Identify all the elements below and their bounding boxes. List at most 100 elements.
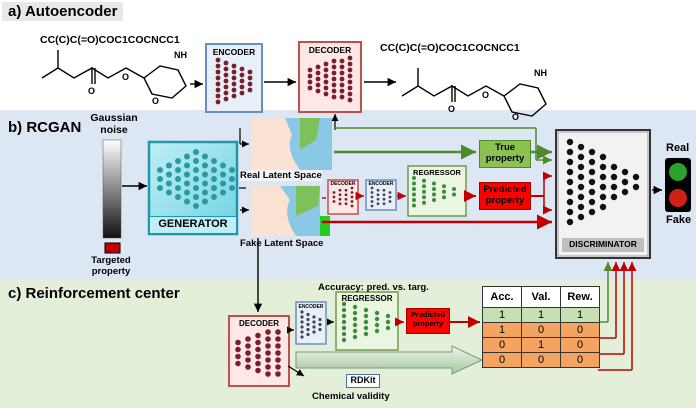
decoder-title: DECODER <box>308 45 352 55</box>
discriminator-node <box>566 178 574 186</box>
regressor-node <box>412 203 416 208</box>
c-encoder-node <box>306 332 310 337</box>
generator-node <box>193 158 199 164</box>
acc-header: Acc. <box>482 286 522 308</box>
decoder-node <box>323 91 329 97</box>
c-decoder-node <box>275 371 281 377</box>
generator-box <box>149 216 237 234</box>
table-cell: 0 <box>560 337 600 353</box>
small-encoder-node <box>382 202 386 206</box>
discriminator-label: DISCRIMINATOR <box>569 239 637 249</box>
decoder-node <box>339 70 345 76</box>
generator-node <box>211 185 217 191</box>
discriminator-node <box>566 138 574 146</box>
small-encoder-node <box>376 197 380 201</box>
small-decoder-node <box>350 200 354 203</box>
c-decoder-node <box>245 336 251 342</box>
c-decoder-node <box>265 336 271 342</box>
encoder-node <box>231 63 237 69</box>
discriminator-node <box>621 168 629 176</box>
fake-label: Fake <box>666 214 692 226</box>
c-decoder-node <box>275 343 281 349</box>
decoder-node <box>323 79 329 85</box>
generator-node <box>202 171 208 178</box>
small-decoder-node <box>350 195 354 199</box>
generator-node <box>184 171 190 178</box>
regressor-node <box>432 192 436 197</box>
small-encoder-node <box>376 193 380 197</box>
c-decoder-node <box>265 350 271 356</box>
c-regressor-node <box>341 313 347 319</box>
input-o-label-3: O <box>152 96 160 106</box>
c-encoder-node <box>300 330 304 334</box>
regressor-node <box>432 198 436 202</box>
c-regressor-node <box>341 301 347 307</box>
decoder-node <box>331 76 337 82</box>
predicted-property-box <box>479 182 531 210</box>
c-decoder-node <box>275 329 281 335</box>
discriminator-node <box>610 173 618 181</box>
discriminator-node <box>599 193 607 201</box>
decoder-node <box>323 67 329 73</box>
reward-table: Acc. Val. Rew. 1 1 1 1 0 0 0 1 0 0 0 0 <box>482 286 600 368</box>
c-regressor-node <box>374 316 380 322</box>
decoder-node <box>339 76 345 82</box>
decoder-node <box>347 61 353 67</box>
c-encoder-node <box>318 327 322 332</box>
targeted-property-label: Targeted property <box>91 255 131 277</box>
generator-node <box>229 176 235 182</box>
discriminator-node <box>577 183 585 191</box>
regressor-node <box>452 192 456 197</box>
small-decoder-node <box>338 193 342 197</box>
c-encoder-node <box>312 320 316 324</box>
small-decoder-node <box>350 186 354 190</box>
c-decoder-node <box>245 343 251 349</box>
decoder-node <box>331 64 337 70</box>
encoder-node <box>215 69 221 75</box>
accuracy-label: Accuracy: pred. vs. targ. <box>318 282 429 293</box>
small-decoder-node <box>338 188 342 192</box>
c-regressor-node <box>385 313 391 319</box>
small-decoder-node <box>338 197 342 201</box>
c-encoder-node <box>318 322 322 327</box>
generator-node <box>193 194 199 200</box>
section-c-title: c) Reinforcement center <box>8 285 180 302</box>
c-decoder-node <box>255 332 261 339</box>
small-encoder-node <box>388 191 392 194</box>
c-predicted-property-box <box>406 308 450 334</box>
discriminator-node <box>610 193 618 201</box>
encoder-node <box>215 93 221 99</box>
val-header: Val. <box>521 286 561 308</box>
c-regressor-node <box>352 328 358 334</box>
encoder-node <box>247 75 253 81</box>
discriminator-node <box>588 168 596 176</box>
table-cell: 1 <box>521 307 561 323</box>
generator-node <box>193 176 199 182</box>
generator-node <box>157 185 163 191</box>
c-encoder-node <box>306 312 310 317</box>
discriminator-node <box>610 183 618 191</box>
generator-node <box>175 176 181 182</box>
c-decoder-node <box>255 360 261 367</box>
table-cell: 0 <box>521 352 561 368</box>
c-decoder-node <box>235 339 241 346</box>
decoder-node <box>315 76 321 82</box>
input-o-label-2: O <box>122 72 130 82</box>
generator-node <box>229 185 235 191</box>
discriminator-node <box>566 218 574 226</box>
regressor-node <box>412 198 416 202</box>
generator-node <box>166 189 172 196</box>
decoder-node <box>315 64 321 70</box>
small-encoder-node <box>382 193 386 197</box>
generator-node <box>184 180 190 187</box>
encoder-node <box>231 69 237 75</box>
table-cell: 1 <box>521 337 561 353</box>
small-decoder-node <box>338 202 342 206</box>
section-b-title: b) RCGAN <box>8 119 82 136</box>
decoder-node <box>307 73 313 79</box>
c-decoder-node <box>245 357 251 363</box>
predicted-property-label: Predicted property <box>483 184 527 206</box>
encoder-node <box>239 72 245 78</box>
decoder-node <box>347 91 353 97</box>
generator-node <box>166 180 172 187</box>
